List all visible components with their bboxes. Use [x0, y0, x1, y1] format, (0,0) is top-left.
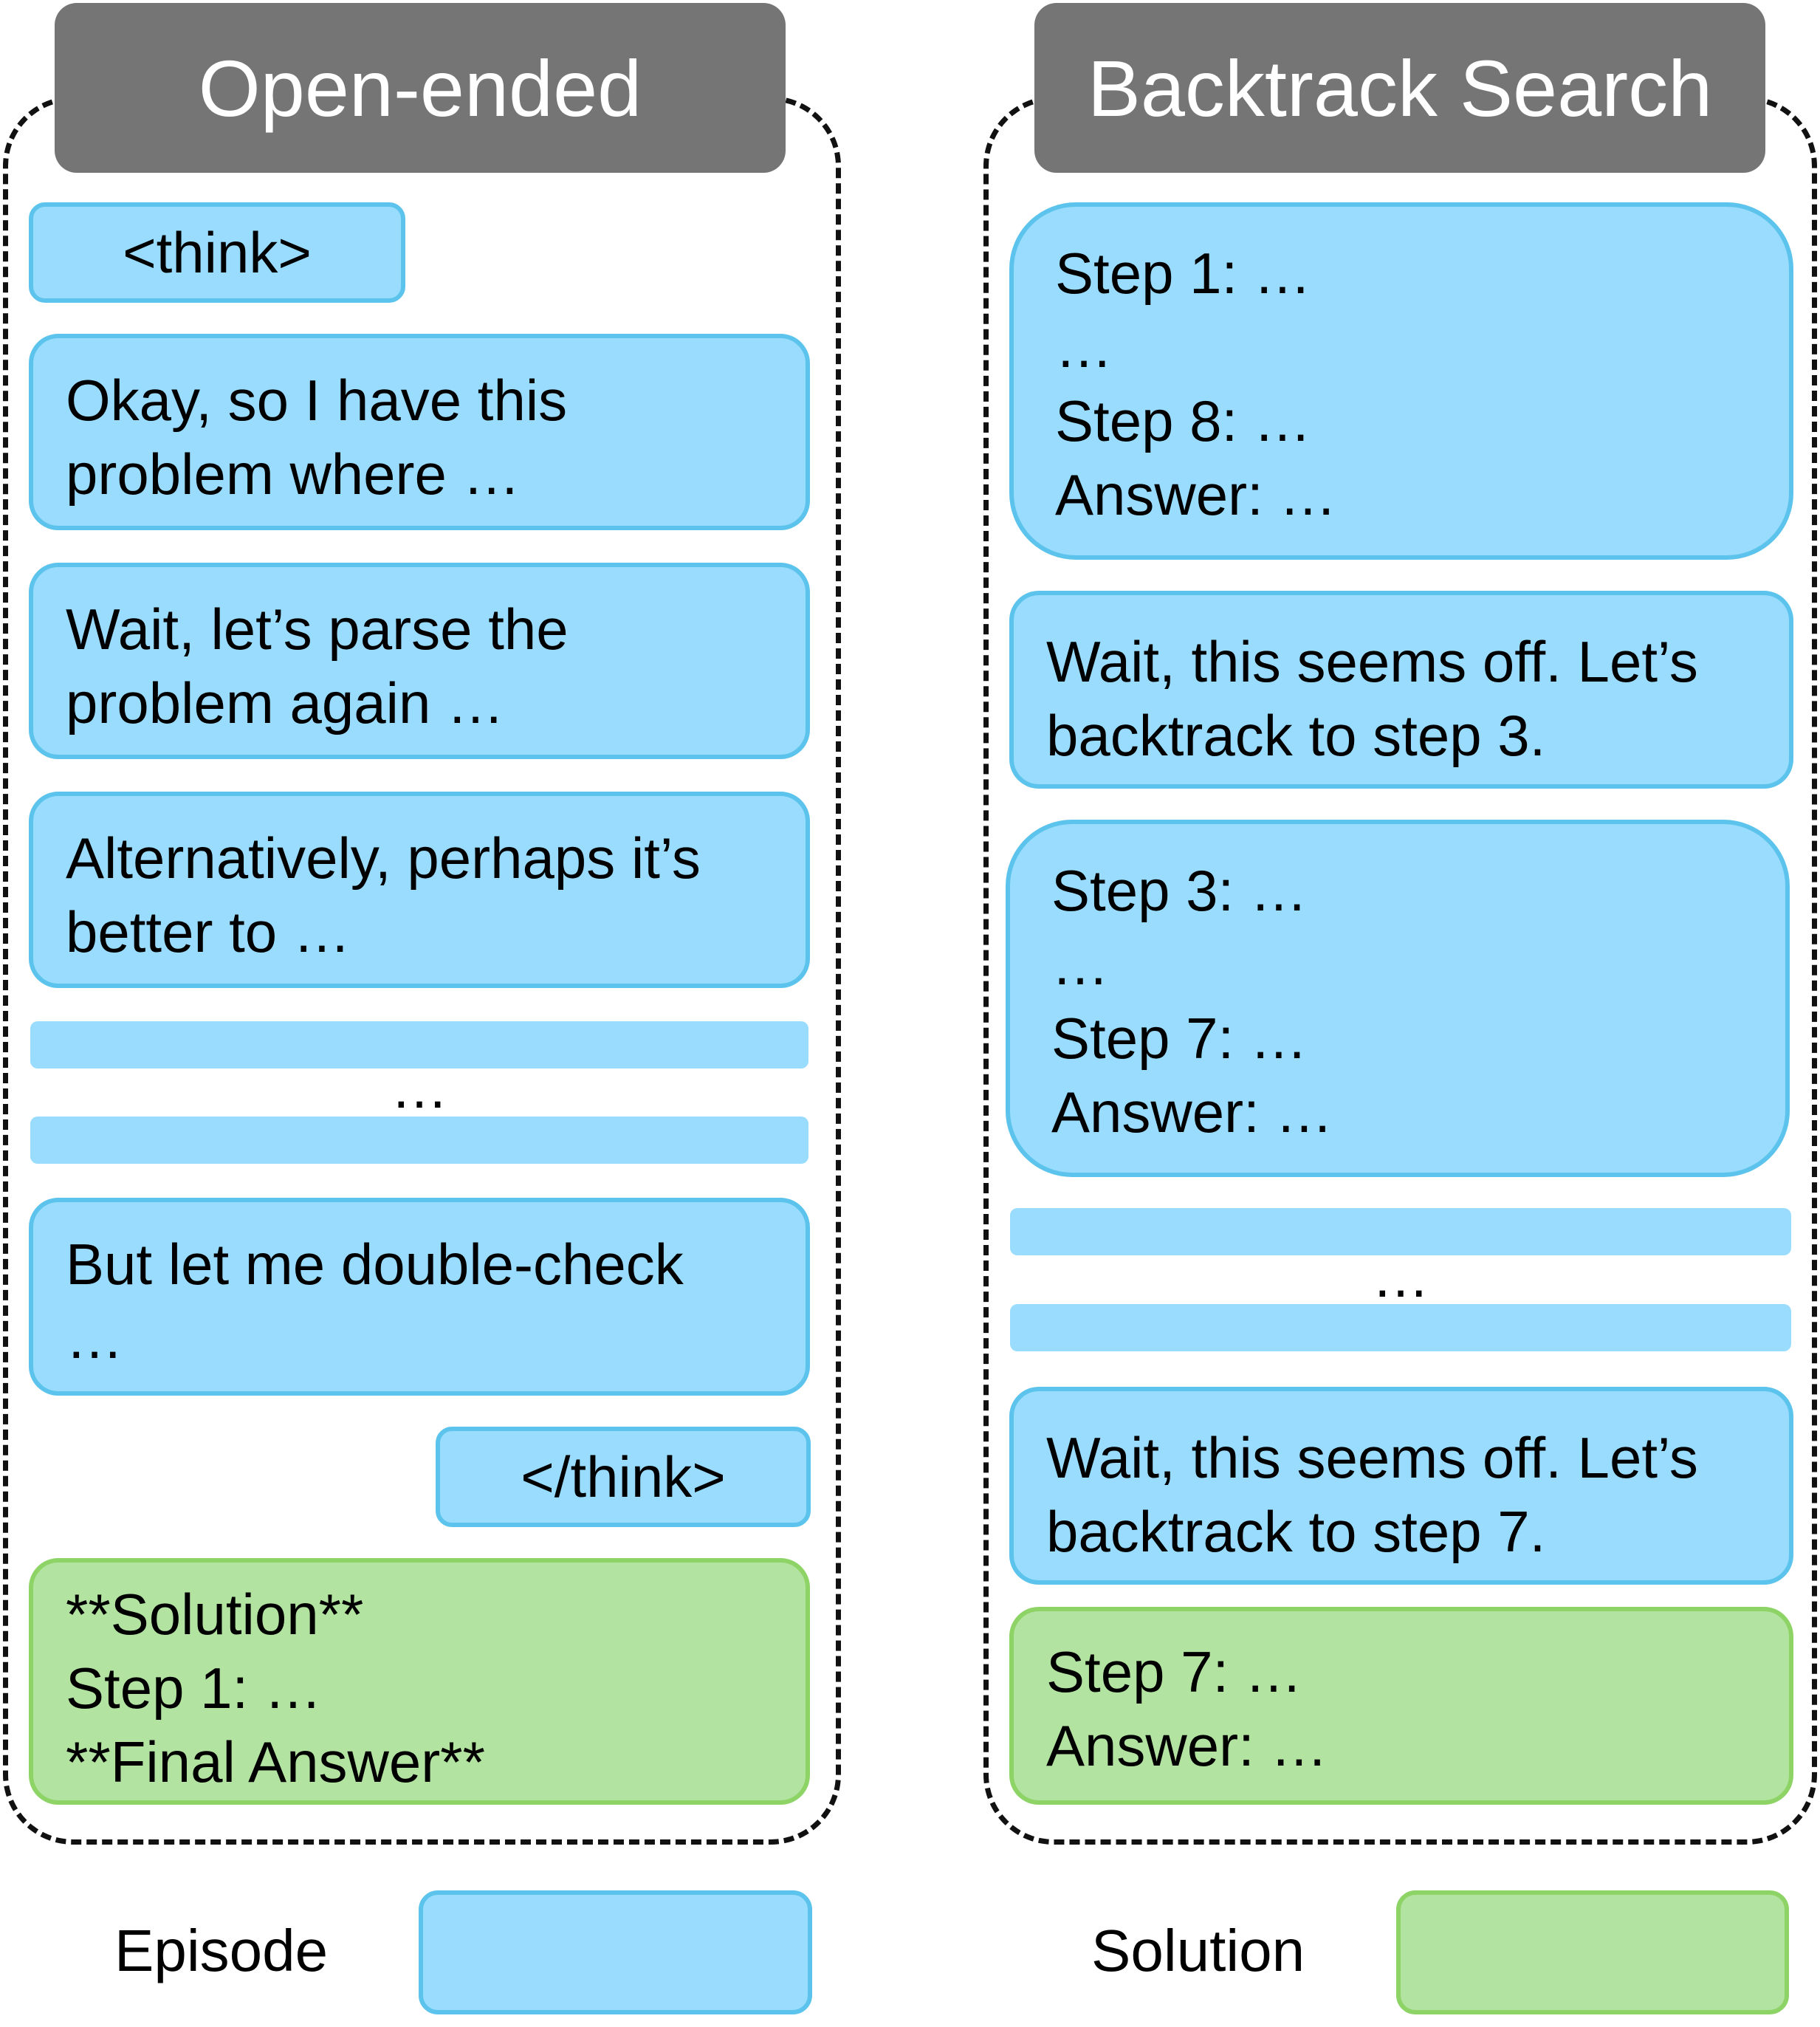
episode-box-3: Alternatively, perhaps it’s better to …	[29, 792, 810, 988]
think-open-label: <think>	[123, 220, 312, 285]
legend-solution-swatch	[1396, 1890, 1789, 2014]
solution-box-right: Step 7: … Answer: …	[1009, 1607, 1793, 1805]
episode-bar-top	[30, 1021, 808, 1069]
backtrack-search-title: Backtrack Search	[1034, 3, 1765, 173]
attempt-box-2: Step 3: … … Step 7: … Answer: …	[1006, 820, 1790, 1177]
attempt-text-1: Step 1: … … Step 8: … Answer: …	[1055, 241, 1337, 527]
solution-text-left: **Solution** Step 1: … **Final Answer**	[66, 1582, 485, 1794]
attempt-box-1: Step 1: … … Step 8: … Answer: …	[1009, 202, 1793, 560]
episode-box-1: Okay, so I have this problem where …	[29, 334, 810, 530]
episode-text-3: Alternatively, perhaps it’s better to …	[66, 826, 701, 964]
episode-text-2: Wait, let’s parse the problem again …	[66, 597, 569, 735]
legend-episode-label: Episode	[114, 1918, 329, 1983]
episode-bar-right-top	[1010, 1208, 1791, 1255]
backtrack-text-1: Wait, this seems off. Let’s backtrack to…	[1046, 629, 1698, 768]
episode-text-1: Okay, so I have this problem where …	[66, 368, 568, 507]
legend-episode-swatch	[419, 1890, 812, 2014]
legend-solution-label: Solution	[1091, 1918, 1305, 1983]
ellipsis-right: …	[1372, 1244, 1429, 1309]
solution-text-right: Step 7: … Answer: …	[1046, 1639, 1328, 1778]
open-ended-title: Open-ended	[55, 3, 786, 173]
solution-box-left: **Solution** Step 1: … **Final Answer**	[29, 1558, 810, 1805]
backtrack-box-2: Wait, this seems off. Let’s backtrack to…	[1009, 1387, 1793, 1585]
ellipsis-left: …	[391, 1055, 448, 1120]
episode-text-last: But let me double-check …	[66, 1232, 684, 1371]
think-close-label: </think>	[521, 1444, 726, 1509]
think-close-tag: </think>	[436, 1427, 811, 1527]
episode-box-last: But let me double-check …	[29, 1198, 810, 1396]
episode-bar-bottom	[30, 1117, 808, 1164]
episode-box-2: Wait, let’s parse the problem again …	[29, 563, 810, 759]
backtrack-box-1: Wait, this seems off. Let’s backtrack to…	[1009, 591, 1793, 789]
backtrack-text-2: Wait, this seems off. Let’s backtrack to…	[1046, 1425, 1698, 1564]
attempt-text-2: Step 3: … … Step 7: … Answer: …	[1051, 858, 1333, 1145]
think-open-tag: <think>	[29, 202, 405, 303]
episode-bar-right-bottom	[1010, 1304, 1791, 1351]
